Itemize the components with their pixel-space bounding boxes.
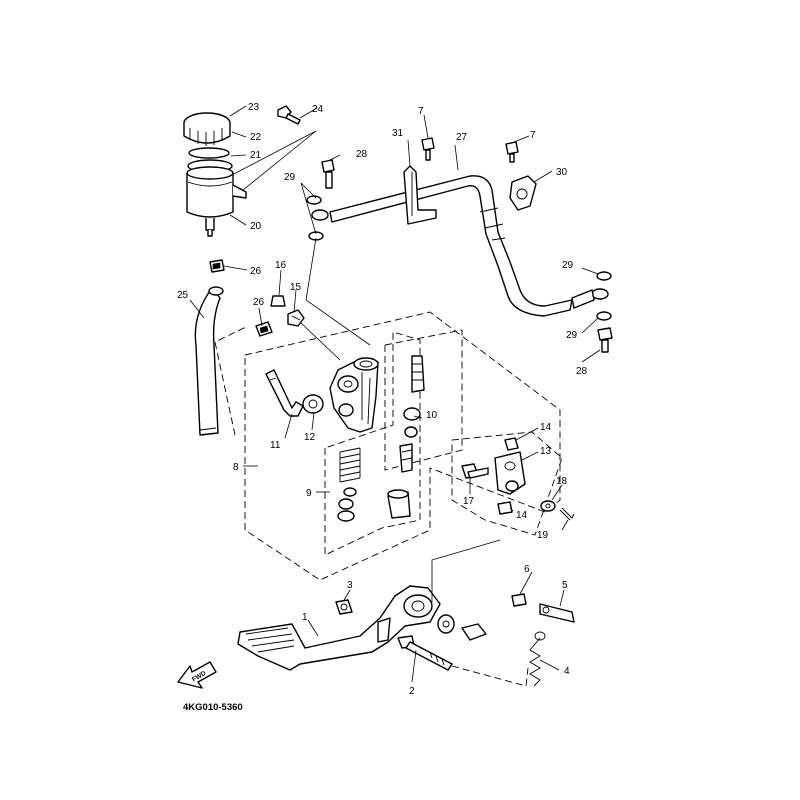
callout-12: 12 [304, 432, 316, 443]
union-bolt-28-lower [597, 327, 613, 353]
copper-washers-29-right [596, 271, 612, 321]
reservoir-body [186, 173, 234, 218]
cotter-pin-19 [559, 507, 575, 521]
callout-14-upper: 14 [540, 422, 552, 433]
nut-14-lower [497, 501, 513, 515]
forward-direction-arrow: FWD [177, 661, 217, 689]
callout-6: 6 [524, 564, 530, 575]
master-cylinder-kit-outline [244, 311, 561, 581]
hose-guide-30 [509, 175, 537, 211]
callout-10: 10 [426, 410, 438, 421]
callout-leaders [189, 105, 601, 683]
callout-28-upper: 28 [356, 149, 368, 160]
callout-27: 27 [456, 132, 468, 143]
piston-kit-outline [324, 331, 421, 556]
pin-17 [461, 463, 489, 479]
o-ring-12 [302, 394, 324, 414]
reservoir-diaphragm-plate [188, 147, 230, 159]
callout-11: 11 [270, 440, 281, 451]
callout-7-left: 7 [418, 106, 424, 117]
washer-18 [540, 500, 556, 512]
return-spring-4 [529, 631, 546, 687]
callout-8: 8 [233, 462, 239, 473]
pivot-washer [437, 614, 455, 634]
callout-25: 25 [177, 290, 189, 301]
callout-5: 5 [562, 580, 568, 591]
callout-17: 17 [463, 496, 475, 507]
pivot-shaft [461, 623, 487, 641]
callout-9: 9 [306, 488, 312, 499]
diagram-code: 4KG010-5360 [183, 702, 243, 713]
callout-21: 21 [250, 150, 262, 161]
pivot-bolt-2 [397, 635, 453, 671]
joint-hose-11 [265, 369, 304, 417]
callout-29-left: 29 [284, 172, 296, 183]
piston-parts-outline [384, 329, 463, 471]
callout-19: 19 [537, 530, 549, 541]
callout-31: 31 [392, 128, 404, 139]
callout-18: 18 [556, 476, 568, 487]
callout-13: 13 [540, 446, 552, 457]
nut-14-upper [504, 437, 519, 451]
bolt-6 [511, 593, 527, 607]
callout-1: 1 [302, 612, 308, 623]
reservoir-assembly [183, 112, 247, 237]
callout-22: 22 [250, 132, 262, 143]
nut-3 [335, 599, 353, 615]
callout-26-upper: 26 [250, 266, 262, 277]
hose-clip-26-lower [255, 321, 273, 337]
callout-16: 16 [275, 260, 287, 271]
copper-washers-29-left [306, 195, 324, 241]
brake-pedal-1 [237, 585, 441, 671]
return-spring-9 [337, 447, 361, 522]
hose-bracket-31 [403, 165, 437, 225]
brake-hose-27 [311, 175, 609, 317]
callout-numbers: 1 2 3 4 5 6 7 7 8 9 10 11 12 13 14 14 15… [177, 102, 588, 697]
callout-24: 24 [312, 104, 324, 115]
bolt-7-left [421, 137, 435, 161]
callout-23: 23 [248, 102, 260, 113]
callout-2: 2 [409, 686, 415, 697]
callout-26-lower: 26 [253, 297, 265, 308]
callout-3: 3 [347, 580, 353, 591]
piston-kit-10 [387, 355, 425, 519]
cap-16 [270, 295, 286, 307]
callout-15: 15 [290, 282, 302, 293]
hose-clip-26-upper [209, 259, 225, 273]
callout-28-lower: 28 [576, 366, 588, 377]
bolt-7-right [505, 141, 519, 163]
reservoir-hose-25 [194, 286, 224, 436]
union-bolt-28-upper [321, 159, 335, 189]
callout-14-lower: 14 [516, 510, 528, 521]
callout-4: 4 [564, 666, 570, 677]
clevis-13 [494, 451, 526, 495]
reservoir-bolt-24 [229, 105, 317, 191]
callout-20: 20 [250, 221, 262, 232]
callout-29-right-upper: 29 [562, 260, 574, 271]
callout-29-right-lower: 29 [566, 330, 578, 341]
stopper-plate-5 [539, 603, 575, 623]
callout-7-right: 7 [530, 130, 536, 141]
clevis-outline [451, 431, 563, 536]
callout-30: 30 [556, 167, 568, 178]
master-cylinder-body [329, 357, 379, 433]
assembly-outlines [244, 311, 563, 581]
